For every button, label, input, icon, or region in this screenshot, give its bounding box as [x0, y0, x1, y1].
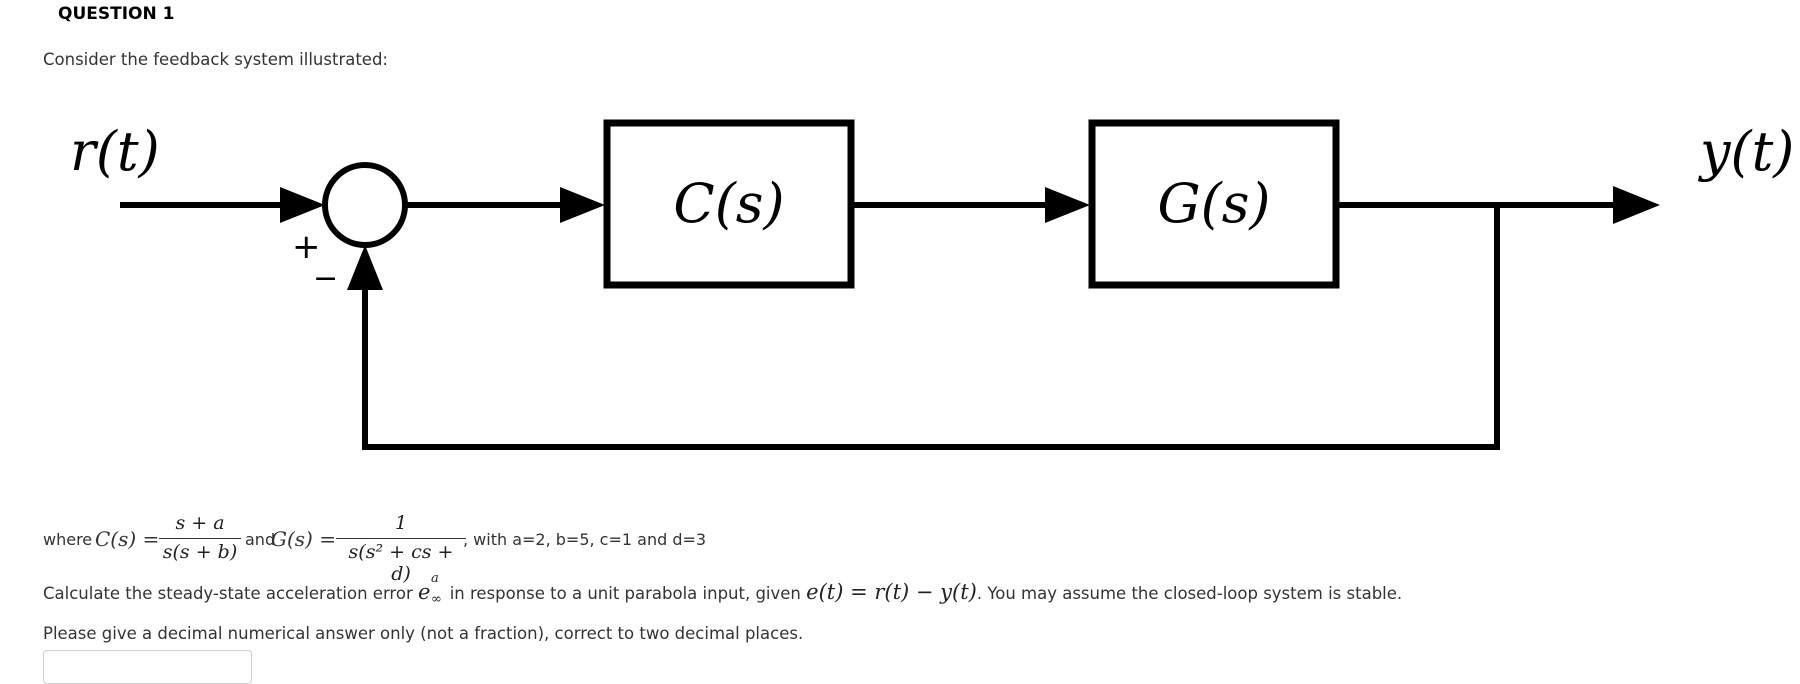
transfer-function-line: where C(s) = s + a s(s + b) and G(s) = 1… — [43, 508, 1743, 585]
input-label: r(t) — [70, 120, 160, 183]
g-denominator: s(s² + cs + d) — [336, 538, 466, 585]
error-subscript: ∞ — [431, 592, 442, 607]
output-arrowhead — [1613, 186, 1660, 224]
block-diagram: r(t) y(t) + − C(s) G(s) — [70, 119, 1794, 450]
c-denominator: s(s + b) — [159, 538, 241, 563]
input-arrowhead — [280, 187, 325, 223]
c-numerator: s + a — [175, 512, 225, 534]
task-statement: Calculate the steady-state acceleration … — [43, 571, 1403, 607]
plant-arrowhead — [1045, 187, 1090, 223]
error-definition: e(t) = r(t) − y(t) — [806, 580, 977, 604]
g-numerator: 1 — [394, 512, 408, 534]
plant-label: G(s) — [1158, 172, 1271, 235]
sum-plus-sign: + — [292, 227, 321, 267]
c-of-s-fraction: s + a s(s + b) — [159, 512, 241, 563]
g-of-s-lhs: G(s) = — [271, 527, 336, 551]
feedback-arrowhead — [347, 245, 383, 290]
sum-minus-sign: − — [313, 261, 338, 296]
calc-middle: in response to a unit parabola input, gi… — [449, 584, 801, 603]
g-of-s-fraction: 1 s(s² + cs + d) — [336, 512, 466, 585]
question-intro: Consider the feedback system illustrated… — [43, 50, 388, 69]
error-superscript: a — [431, 571, 439, 586]
controller-label: C(s) — [673, 172, 784, 235]
parameter-values: , with a=2, b=5, c=1 and d=3 — [463, 530, 707, 549]
summing-junction — [322, 162, 408, 248]
feedback-path — [362, 205, 1500, 450]
question-title: QUESTION 1 — [58, 4, 175, 24]
c-of-s-lhs: C(s) = — [95, 527, 160, 551]
calc-suffix: . You may assume the closed-loop system … — [976, 584, 1403, 603]
plant-block — [1088, 119, 1340, 289]
output-label: y(t) — [1698, 120, 1794, 183]
where-text: where — [43, 530, 93, 549]
answer-input[interactable] — [43, 650, 252, 684]
controller-arrowhead — [560, 187, 605, 223]
calc-prefix: Calculate the steady-state acceleration … — [43, 584, 413, 603]
and-text: and — [245, 530, 276, 549]
answer-instruction: Please give a decimal numerical answer o… — [43, 624, 804, 643]
controller-block — [603, 119, 855, 289]
